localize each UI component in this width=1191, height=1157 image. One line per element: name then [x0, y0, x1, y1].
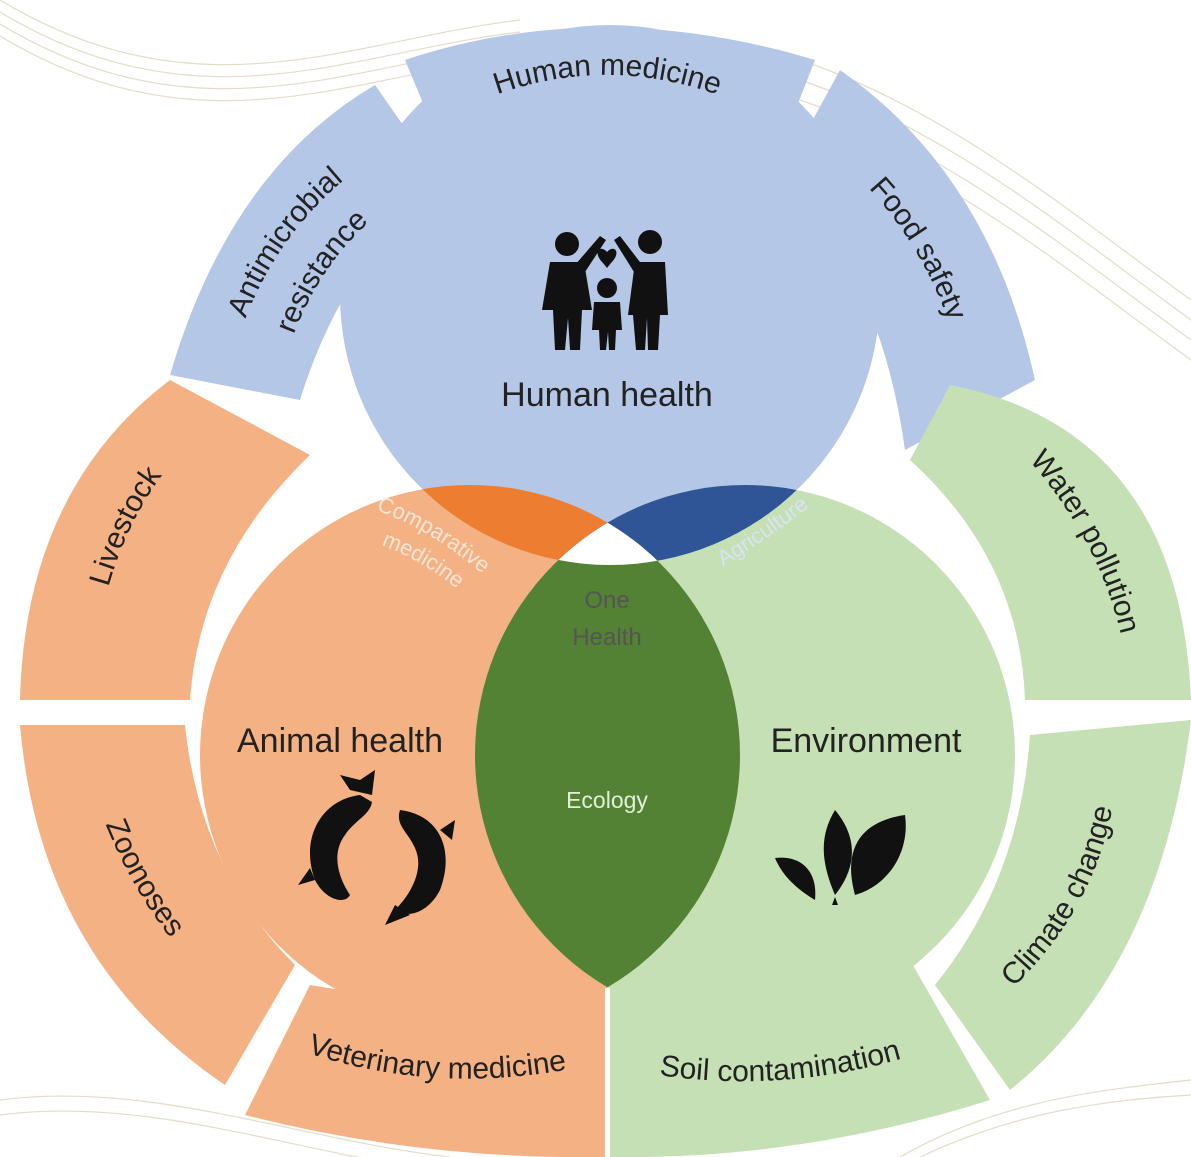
- leaves-icon: [775, 810, 906, 905]
- overlap-ecology[interactable]: [475, 485, 1015, 1025]
- segment-veterinary-medicine[interactable]: [245, 985, 605, 1157]
- segment-water-pollution[interactable]: [910, 385, 1191, 700]
- label-animal-health: Animal health: [237, 722, 443, 760]
- label-environment: Environment: [771, 722, 962, 760]
- segment-zoonoses[interactable]: [20, 725, 295, 1085]
- label-one-health-1: One: [584, 587, 629, 614]
- label-one-health-2: Health: [572, 624, 641, 651]
- label-ecology: Ecology: [566, 787, 648, 813]
- koi-fish-icon: [298, 770, 455, 925]
- family-icon: [542, 230, 668, 350]
- segment-climate-change[interactable]: [935, 720, 1191, 1090]
- label-human-health: Human health: [501, 376, 713, 414]
- segment-livestock[interactable]: [20, 380, 310, 700]
